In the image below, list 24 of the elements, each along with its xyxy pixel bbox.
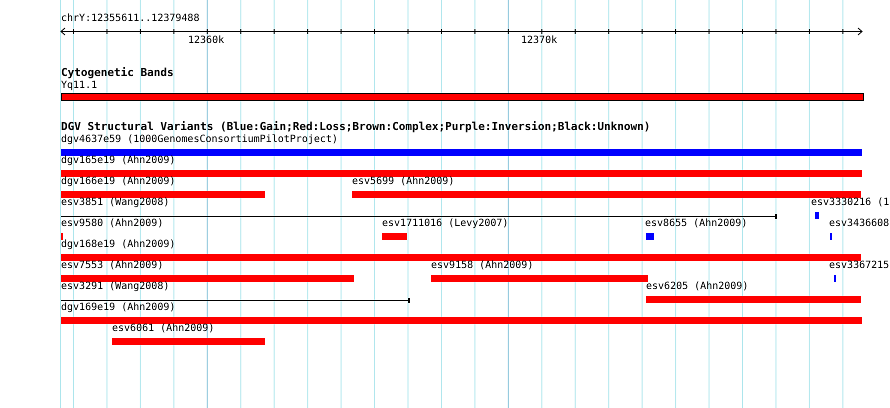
tick-label: 12360k <box>188 35 224 47</box>
variant-label: esv3367215 <box>829 260 890 272</box>
variant-label: esv3436608 <box>829 218 890 230</box>
variant-label: esv6205 (Ahn2009) <box>646 281 748 293</box>
variant-label: esv7553 (Ahn2009) <box>61 260 164 272</box>
variant-label: esv3330216 (1 <box>811 197 890 209</box>
tick-label: 12370k <box>521 35 558 47</box>
variant-label: esv5699 (Ahn2009) <box>352 176 454 188</box>
track-title: Cytogenetic Bands <box>61 67 174 79</box>
variant-label: esv8655 (Ahn2009) <box>645 218 748 230</box>
axis-range-label: chrY:12355611..12379488 <box>61 13 200 25</box>
variant-label: dgv4637e59 (1000GenomesConsortiumPilotProject) <box>61 134 338 146</box>
variant-label: esv1711016 (Levy2007) <box>382 218 508 230</box>
variant-label: esv6061 (Ahn2009) <box>112 323 214 335</box>
variant-label: esv9580 (Ahn2009) <box>61 218 164 230</box>
variant-label: dgv165e19 (Ahn2009) <box>61 155 176 167</box>
variant-label: dgv168e19 (Ahn2009) <box>61 239 176 251</box>
band-label: Yq11.1 <box>61 80 98 92</box>
variant-label: dgv169e19 (Ahn2009) <box>61 302 176 314</box>
variant-label: esv9158 (Ahn2009) <box>431 260 534 272</box>
variant-label: esv3851 (Wang2008) <box>61 197 170 209</box>
track-title: DGV Structural Variants (Blue:Gain;Red:Loss;Brown:Complex;Purple:Inversion;Black:Unknown) <box>61 121 650 133</box>
variant-label: dgv166e19 (Ahn2009) <box>61 176 176 188</box>
variant-label: esv3291 (Wang2008) <box>61 281 170 293</box>
